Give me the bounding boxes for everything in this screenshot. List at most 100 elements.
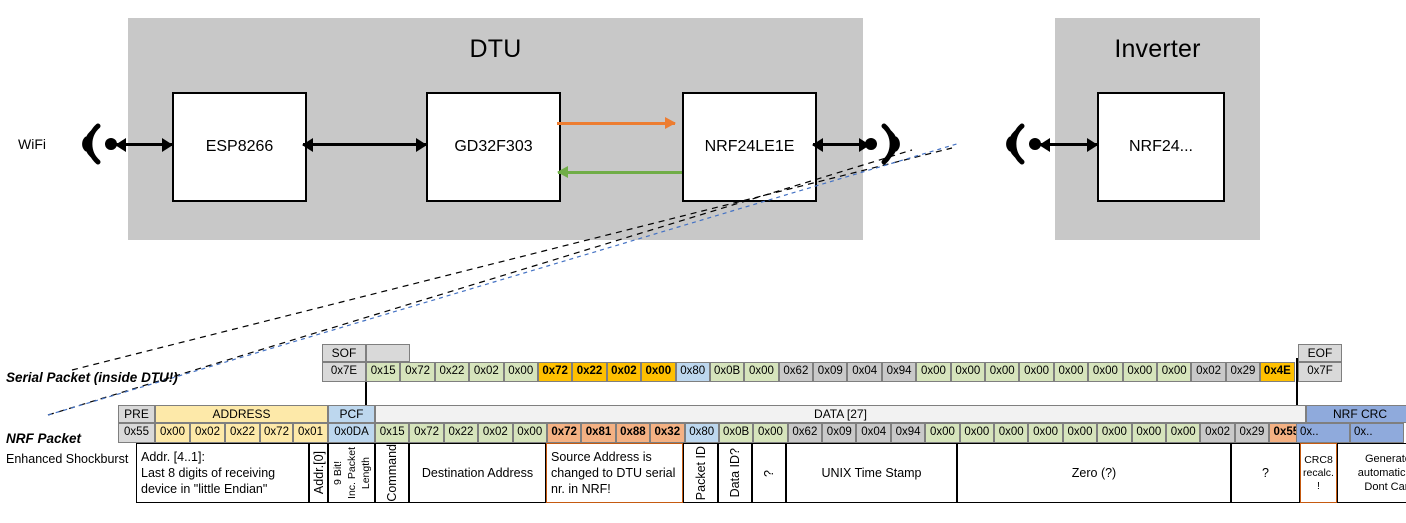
chip-nrf24: NRF24... [1097, 92, 1225, 202]
pcf-note-c: Length [359, 456, 372, 490]
arrow-tx-gd32-to-nrf24le1e [557, 117, 676, 129]
nrf-crc-byte-1: 0x.. [1350, 423, 1404, 443]
serial-packet-eof-group: EOF 0x7F [1298, 344, 1342, 382]
serial-data-byte-12: 0x62 [778, 362, 814, 382]
serial-eof-header: EOF [1298, 344, 1342, 362]
address-note-text: Addr. [4..1]: Last 8 digits of receiving… [141, 450, 276, 496]
nrf-pcf-value: 0x0DA [328, 423, 375, 443]
nrf-data-byte-22: 0x00 [1131, 423, 1166, 443]
nrf-data-byte-2: 0x22 [443, 423, 479, 443]
data-id-note: Data ID? [718, 443, 752, 503]
serial-data-byte-1: 0x72 [400, 362, 435, 382]
serial-data-byte-18: 0x00 [985, 362, 1020, 382]
antenna-dtu-icon [865, 123, 900, 165]
nrf-packet-byte-row: 0x55 0x00 0x02 0x22 0x72 0x01 0x0DA 0x15… [118, 423, 1304, 443]
serial-data-byte-4: 0x00 [503, 362, 538, 382]
nrf-crc-note: Generated automatically. Dont Care! [1337, 443, 1406, 503]
nrf-data-byte-23: 0x00 [1165, 423, 1201, 443]
nrf-data-byte-7: 0x88 [615, 423, 651, 443]
nrf-address-byte-2: 0x22 [225, 423, 260, 443]
arrow-esp8266-to-gd32f303 [302, 137, 427, 152]
nrf-address-byte-0: 0x00 [155, 423, 190, 443]
arrow-nrf24le1e-to-antenna [812, 137, 870, 152]
serial-data-byte-10: 0x0B [709, 362, 745, 382]
nrf-data-header: DATA [27] [375, 405, 1306, 423]
crc8-note: CRC8 recalc. ! [1300, 443, 1337, 503]
serial-eof-value: 0x7F [1298, 362, 1342, 382]
unknown1-note: ? [752, 443, 786, 503]
nrf-data-byte-17: 0x00 [959, 423, 995, 443]
serial-data-byte-2: 0x22 [434, 362, 470, 382]
pcf-note: 9 Bit! Inc. Packet Length [328, 443, 375, 503]
unknown1-note-text: ? [762, 469, 776, 477]
serial-data-byte-7: 0x02 [606, 362, 642, 382]
nrf-data-byte-24: 0x02 [1200, 423, 1235, 443]
nrf-data-byte-15: 0x94 [890, 423, 926, 443]
dtu-title: DTU [469, 35, 522, 63]
serial-data-byte-15: 0x94 [881, 362, 917, 382]
nrf-data-byte-5: 0x72 [546, 423, 582, 443]
nrf-data-byte-20: 0x00 [1062, 423, 1098, 443]
serial-data-byte-19: 0x00 [1019, 362, 1054, 382]
nrf-crc-header: NRF CRC [1306, 405, 1406, 423]
serial-data-byte-5: 0x72 [537, 362, 573, 382]
nrf-pre-header: PRE [118, 405, 155, 423]
architecture-diagram: DTU Inverter ESP8266 GD32F303 NRF24LE1E … [18, 18, 1260, 240]
address-note: Addr. [4..1]: Last 8 digits of receiving… [136, 443, 309, 503]
arrow-rx-nrf24le1e-to-gd32 [557, 166, 682, 178]
antenna-inverter-icon [1006, 123, 1041, 165]
nrf-crc-byte-row: 0x.. 0x.. [1296, 423, 1404, 443]
zero-note: Zero (?) [957, 443, 1231, 503]
crc8-note-c: ! [1317, 479, 1320, 492]
nrf-data-byte-19: 0x00 [1028, 423, 1063, 443]
nrf-data-byte-16: 0x00 [925, 423, 960, 443]
nrf-crc-note-a: Generated [1365, 453, 1406, 465]
unknown2-note: ? [1231, 443, 1300, 503]
pcf-note-a: 9 Bit! [331, 461, 344, 485]
antenna-wifi-icon [82, 123, 117, 165]
command-note-text: Command [385, 444, 399, 502]
pcf-note-b: Inc. Packet [345, 447, 358, 499]
command-note: Command [375, 443, 409, 503]
nrf-crc-byte-0: 0x.. [1296, 423, 1350, 443]
nrf-data-byte-10: 0x0B [718, 423, 754, 443]
nrf-packet-header-row: PRE ADDRESS PCF DATA [27] NRF CRC [118, 405, 1406, 423]
addr0-note-text: Addr.[0] [311, 451, 326, 495]
crc8-note-b: recalc. [1303, 466, 1334, 479]
serial-header-spacer [366, 344, 410, 362]
inverter-enclosure: Inverter [1055, 18, 1260, 240]
data-id-note-text: Data ID? [728, 448, 742, 498]
nrf-data-byte-6: 0x81 [581, 423, 616, 443]
serial-data-byte-20: 0x00 [1053, 362, 1089, 382]
description-row: Addr. [4..1]: Last 8 digits of receiving… [136, 443, 1406, 503]
nrf-pre-value: 0x55 [118, 423, 155, 443]
inverter-title: Inverter [1114, 35, 1201, 63]
chip-gd32f303: GD32F303 [426, 92, 561, 202]
serial-sof-value: 0x7E [322, 362, 366, 382]
nrf-data-byte-13: 0x09 [822, 423, 857, 443]
serial-data-byte-0: 0x15 [366, 362, 401, 382]
destination-address-note: Destination Address [409, 443, 546, 503]
serial-data-byte-6: 0x22 [572, 362, 607, 382]
arrow-wifi-to-esp8266 [115, 137, 173, 152]
nrf-pcf-header: PCF [328, 405, 375, 423]
packet-id-note-text: Packet ID [693, 445, 708, 501]
serial-data-byte-24: 0x02 [1191, 362, 1226, 382]
packet-id-note: Packet ID [683, 443, 718, 503]
nrf-data-byte-1: 0x72 [409, 423, 444, 443]
wifi-label: WiFi [18, 136, 46, 152]
nrf-data-byte-3: 0x02 [478, 423, 513, 443]
nrf-data-byte-18: 0x00 [994, 423, 1029, 443]
nrf-data-byte-0: 0x15 [375, 423, 410, 443]
nrf-crc-note-b: automatically. [1357, 467, 1406, 479]
crc8-note-a: CRC8 [1304, 453, 1333, 466]
serial-data-byte-11: 0x00 [744, 362, 779, 382]
nrf-address-byte-3: 0x72 [260, 423, 293, 443]
nrf-data-byte-8: 0x32 [650, 423, 685, 443]
unix-time-stamp-note: UNIX Time Stamp [786, 443, 957, 503]
nrf-data-byte-12: 0x62 [787, 423, 823, 443]
nrf-crc-note-c: Dont Care! [1364, 481, 1406, 493]
serial-data-byte-21: 0x00 [1088, 362, 1123, 382]
source-address-note: Source Address is changed to DTU serial … [546, 443, 683, 503]
nrf-data-byte-9: 0x80 [684, 423, 719, 443]
